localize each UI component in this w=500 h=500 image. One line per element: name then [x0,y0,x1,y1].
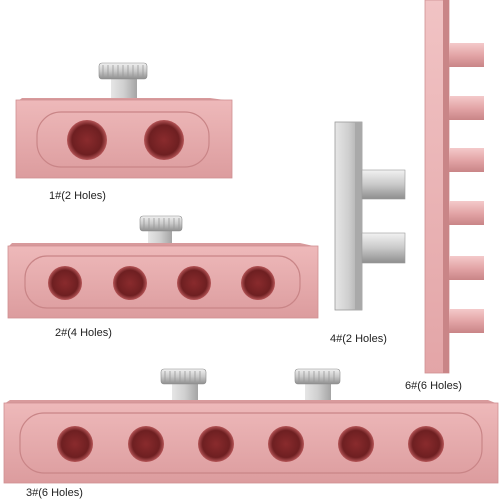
knob-icon [139,215,183,247]
block-6 [424,0,484,374]
block-1-label: 1#(2 Holes) [49,190,106,202]
block-1 [15,62,233,179]
block-3-label: 3#(6 Holes) [26,487,83,499]
block-2 [7,215,319,319]
block-3 [3,368,499,484]
knob-icon [98,62,148,98]
block-6-label: 6#(6 Holes) [405,380,462,392]
knob-icon [294,368,341,403]
block-2-label: 2#(4 Holes) [55,327,112,339]
block-4-label: 4#(2 Holes) [330,333,387,345]
block-4 [334,121,406,311]
knob-icon [160,368,207,403]
